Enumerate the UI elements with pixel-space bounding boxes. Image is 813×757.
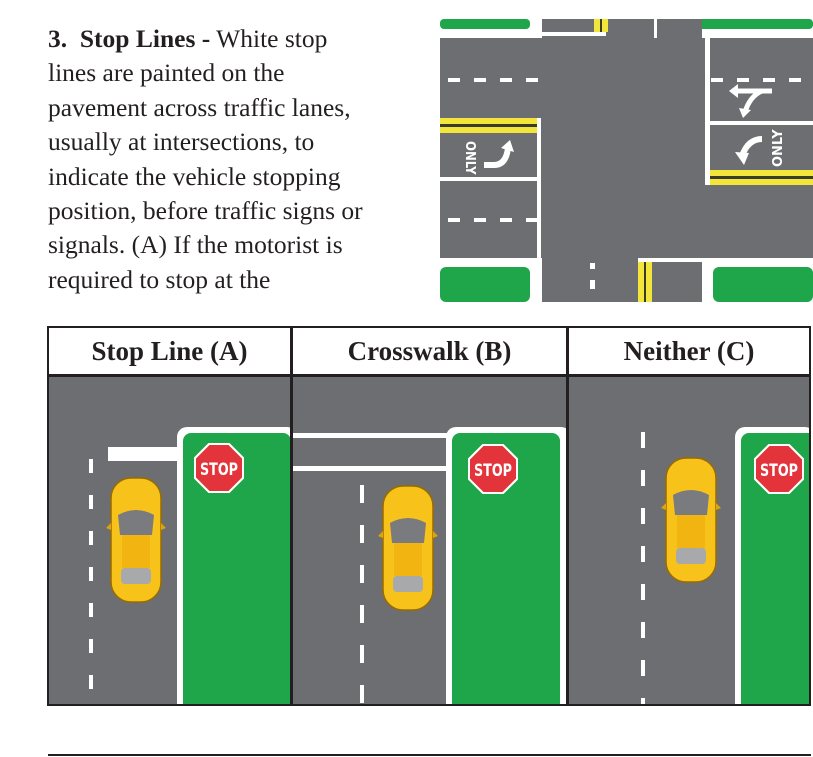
stop-sign-icon: STOP — [194, 443, 244, 493]
svg-text:STOP: STOP — [200, 460, 238, 480]
paragraph-line: signals. (A) If the motorist is — [48, 230, 343, 260]
svg-text:STOP: STOP — [474, 461, 512, 481]
median — [452, 433, 560, 704]
paragraph-line: usually at intersections, to — [48, 127, 315, 157]
median — [741, 433, 809, 704]
right-turn-arrow-icon — [484, 147, 511, 168]
stop-line — [540, 32, 606, 36]
paragraph-line: lines are painted on the — [48, 58, 285, 88]
car-icon — [106, 477, 166, 603]
crosswalk-line — [293, 433, 453, 438]
panel-neither: STOP — [569, 377, 809, 704]
car-icon — [378, 485, 438, 611]
paragraph-line: pavement across traffic lanes, — [48, 92, 351, 122]
stop-sign-icon: STOP — [468, 444, 518, 494]
column-header-neither: Neither (C) — [569, 328, 809, 374]
lane-only-text: ONLY — [771, 129, 786, 167]
crosswalk-line — [293, 466, 453, 471]
median-top-right — [668, 19, 813, 29]
median-bottom-left — [440, 267, 530, 302]
lane-only-text: ONLY — [462, 141, 477, 175]
paragraph-line: 3. Stop Lines - White stop — [48, 22, 363, 56]
item-heading: Stop Lines - — [79, 24, 211, 53]
panel-crosswalk: STOP — [293, 377, 566, 704]
paragraph-line: required to stop at the — [48, 264, 271, 294]
paragraph-line: position, before traffic signs or — [48, 196, 363, 226]
panel-stop-line: STOP — [49, 377, 290, 704]
column-header-stop-line: Stop Line (A) — [49, 328, 290, 374]
stop-line — [108, 447, 183, 461]
column-header-crosswalk: Crosswalk (B) — [293, 328, 566, 374]
section-divider — [48, 754, 811, 756]
stop-lines-paragraph: 3. Stop Lines - White stop lines are pai… — [48, 22, 363, 297]
main-road — [542, 19, 702, 302]
svg-text:STOP: STOP — [760, 461, 798, 481]
item-number: 3. — [48, 24, 68, 53]
paragraph-line: indicate the vehicle stopping — [48, 161, 341, 191]
car-icon — [661, 457, 721, 583]
median — [183, 433, 290, 704]
stop-line-comparison-table: Stop Line (A) Crosswalk (B) Neither (C) … — [47, 326, 811, 706]
paragraph-text: White stop — [216, 24, 328, 53]
median-top-left — [440, 19, 530, 29]
median-bottom-right — [713, 267, 813, 302]
stop-sign-icon: STOP — [754, 444, 804, 494]
intersection-illustration: ONLY ONLY — [440, 10, 813, 302]
